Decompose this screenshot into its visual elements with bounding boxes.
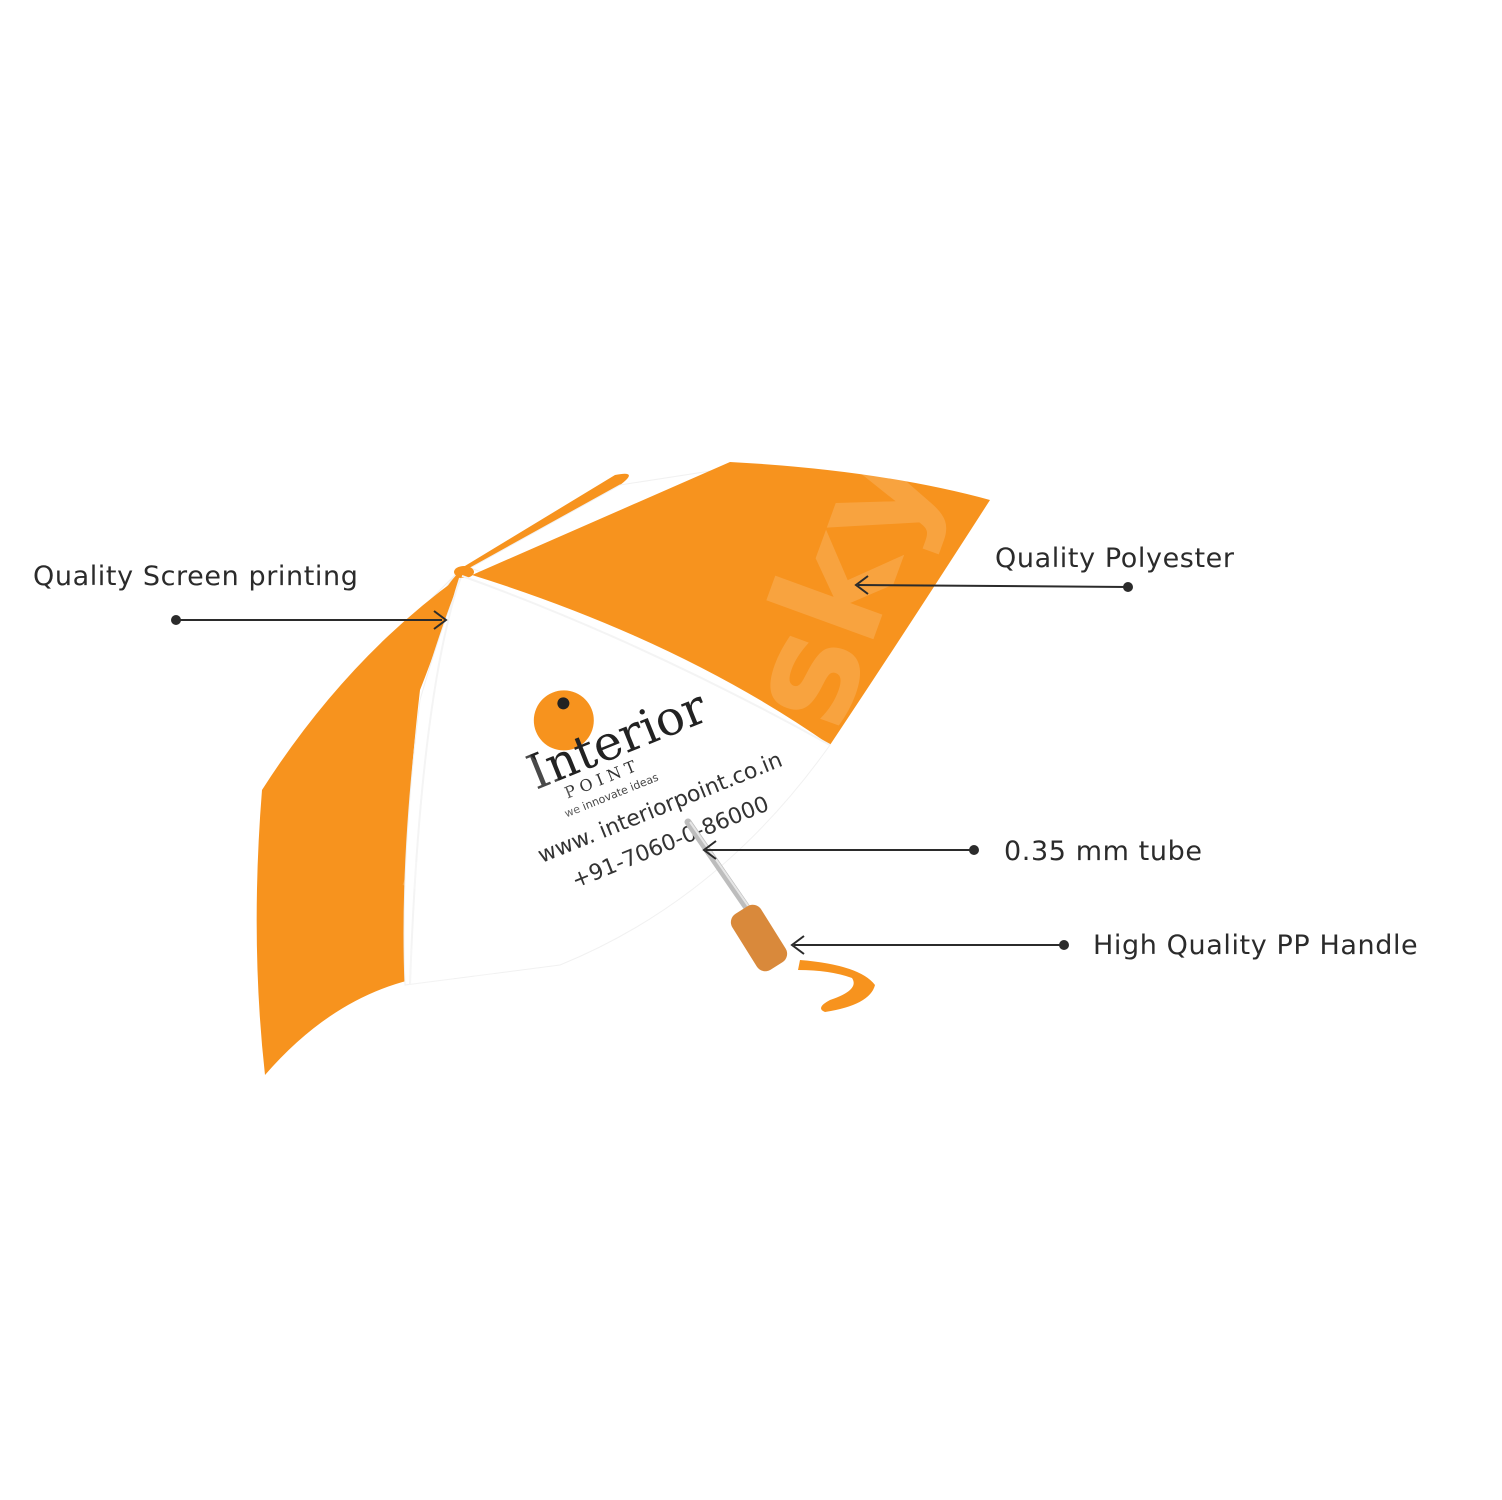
canopy-panel-back-orange: [455, 473, 629, 572]
callout-polyester-leader: [854, 575, 1133, 595]
arrow-head-icon: [433, 610, 448, 630]
leader-line: [857, 584, 1129, 588]
arrow-head-icon: [702, 840, 717, 860]
callout-label-polyester: Quality Polyester: [995, 543, 1235, 574]
canopy-rib-line: [461, 575, 831, 746]
canopy-top-tip: [454, 566, 474, 578]
callout-label-screen-printing: Quality Screen printing: [33, 561, 359, 592]
brand-logo-dot: [557, 697, 570, 710]
brand-logo-circle: [533, 690, 594, 751]
handle-strap: [798, 960, 875, 1012]
canopy-panel-top-orange: [472, 462, 990, 745]
callout-label-tube: 0.35 mm tube: [1004, 836, 1203, 867]
handle-grip: [730, 904, 788, 972]
umbrella-handle: [730, 904, 875, 1012]
umbrella-canopy: [256, 462, 990, 1075]
arrow-head-icon: [854, 575, 869, 595]
arrow-head-icon: [790, 935, 805, 955]
callout-label-handle: High Quality PP Handle: [1093, 930, 1419, 961]
callout-handle-leader: [790, 935, 1069, 955]
callout-screen-leader: [171, 610, 448, 630]
callout-tube-leader: [702, 840, 979, 860]
umbrella-tube: [684, 818, 756, 919]
canopy-rib-line: [409, 577, 461, 986]
umbrella-tube-highlight: [689, 821, 754, 914]
